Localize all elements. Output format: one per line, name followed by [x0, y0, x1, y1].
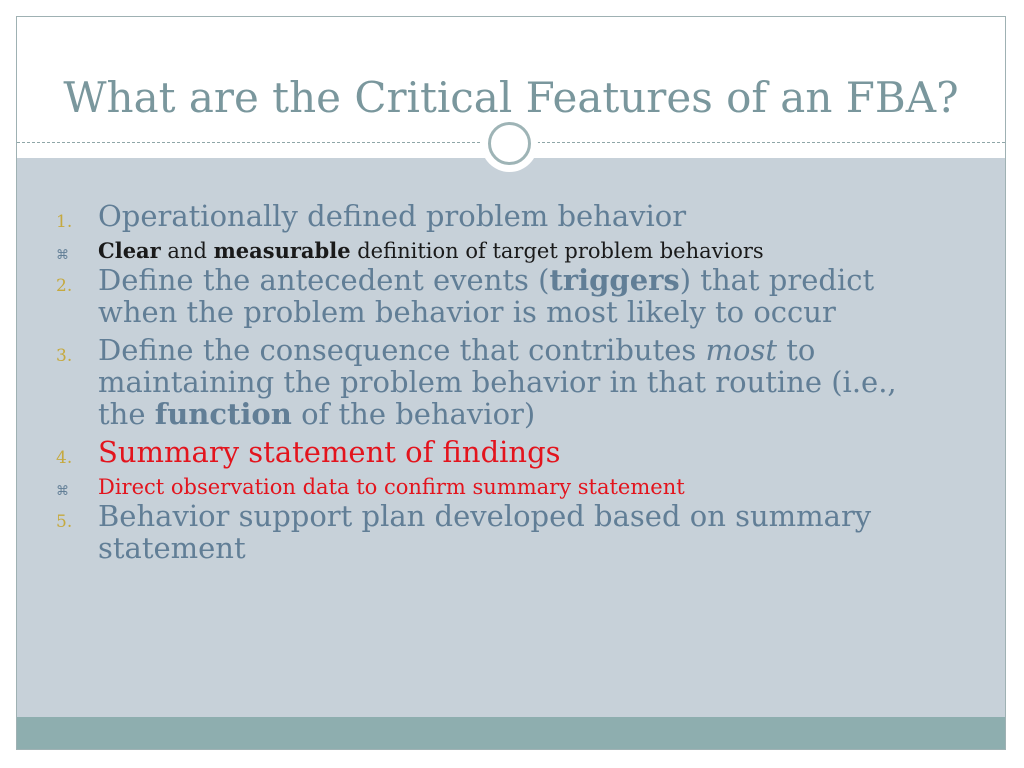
item-number: 3.	[56, 346, 73, 366]
italic-text: most	[705, 333, 777, 367]
bold-text: Clear	[98, 238, 161, 263]
list-item-2: 2. Define the antecedent events (trigger…	[56, 264, 936, 328]
item-number: 2.	[56, 276, 73, 296]
bullet-icon: ⌘	[56, 484, 69, 499]
item-text: Behavior support plan developed based on…	[98, 499, 872, 565]
ring-icon	[488, 122, 531, 165]
item-text: Define the antecedent events (	[98, 263, 550, 297]
item-text: ) that predict when the problem behavior…	[98, 263, 875, 329]
list-item-5: 5. Behavior support plan developed based…	[56, 500, 936, 564]
bold-text: triggers	[549, 263, 680, 297]
item-number: 1.	[56, 212, 73, 232]
list-item-4: 4. Summary statement of findings	[56, 436, 936, 468]
bullet-icon: ⌘	[56, 248, 69, 263]
item-text: to maintaining the problem behavior in t…	[98, 333, 897, 431]
sub-text: Direct observation data to confirm summa…	[98, 475, 685, 499]
list-item-1: 1. Operationally defined problem behavio…	[56, 200, 936, 232]
item-text: of the behavior)	[291, 397, 536, 431]
bold-text: function	[154, 397, 292, 431]
item-text: Define the consequence that contributes	[98, 333, 706, 367]
list-item-3: 3. Define the consequence that contribut…	[56, 334, 936, 430]
feature-list: 1. Operationally defined problem behavio…	[56, 200, 936, 570]
content-area	[17, 158, 1005, 718]
sub-item-4: ⌘ Direct observation data to confirm sum…	[56, 474, 936, 500]
sub-item-1: ⌘ Clear and measurable definition of tar…	[56, 238, 936, 264]
footer-band	[17, 717, 1005, 749]
item-text: Operationally defined problem behavior	[98, 199, 687, 233]
item-text: Summary statement of findings	[98, 435, 561, 469]
item-number: 5.	[56, 512, 73, 532]
bold-text: measurable	[213, 238, 351, 263]
item-number: 4.	[56, 448, 73, 468]
slide-title: What are the Critical Features of an FBA…	[63, 73, 959, 122]
sub-text: definition of target problem behaviors	[350, 239, 764, 263]
slide: What are the Critical Features of an FBA…	[16, 16, 1006, 750]
sub-text: and	[160, 239, 214, 263]
